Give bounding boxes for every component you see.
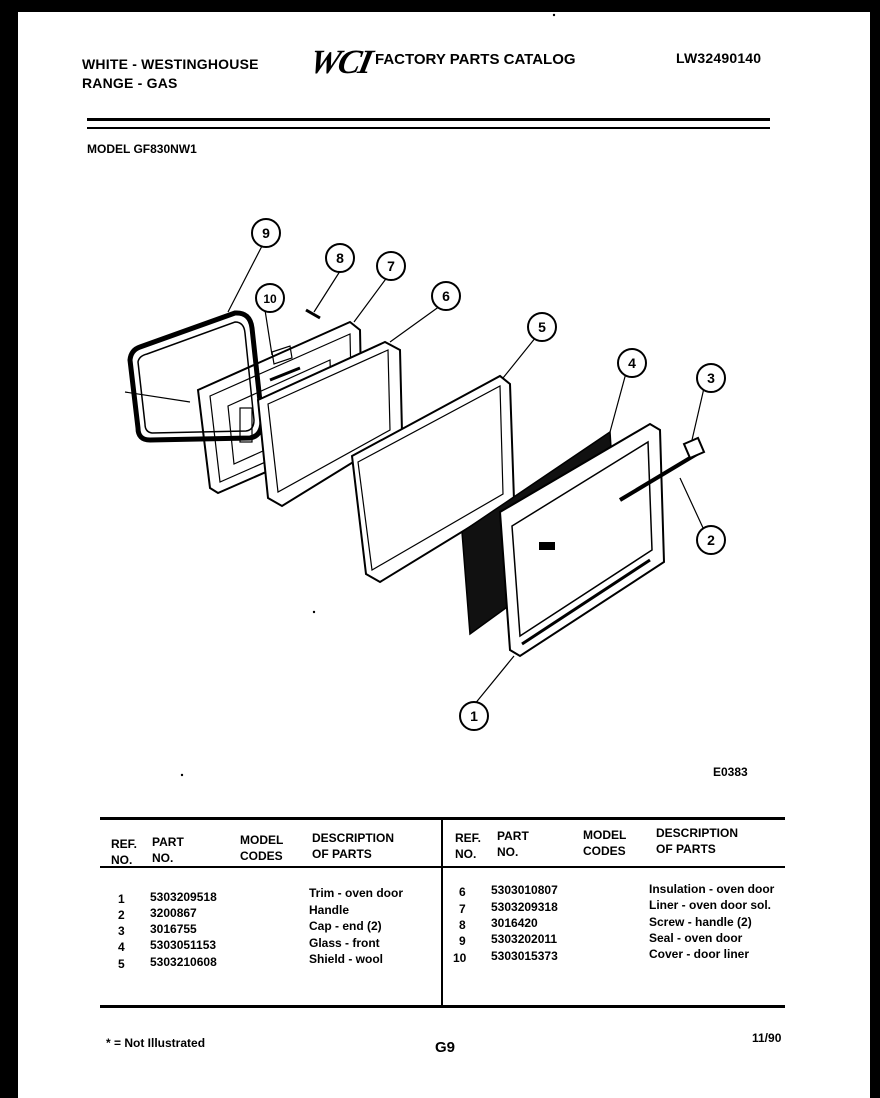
not-illustrated-note: * = Not Illustrated [106,1036,206,1050]
callout-8: 8 [336,250,344,266]
catalog-number: LW32490140 [676,50,762,66]
table-cell-part: 5303209518 [150,890,217,904]
table-row: 7 [459,902,466,916]
callout-7: 7 [387,258,395,274]
page-number: G9 [435,1039,456,1056]
callout-4: 4 [628,355,636,371]
table-cell-desc: Trim - oven door [309,886,404,900]
brand-line-2: RANGE - GAS [82,75,178,91]
callout-10: 10 [263,292,277,306]
table-row: 4 [118,940,125,954]
table-divider [441,818,443,1008]
table-cell-desc: Cover - door liner [649,947,750,961]
figure-code: E0383 [713,765,748,779]
part-handle [618,450,702,502]
table-row: 8 [459,918,466,932]
callout-3: 3 [707,370,715,386]
th-ref-right: REF.NO. [455,831,482,861]
table-cell-desc: Glass - front [309,936,380,950]
table-cell-part: 5303010807 [491,883,558,897]
table-cell-part: 5303051153 [150,938,217,952]
catalog-page [18,12,870,1098]
table-cell-part: 5303015373 [491,949,558,963]
table-cell-part: 5303210608 [150,955,217,969]
catalog-date: 11/90 [752,1031,782,1045]
part-cap [682,436,706,460]
table-cell-part: 5303202011 [491,932,558,946]
callout-9: 9 [262,225,270,241]
table-row: 5 [118,957,125,971]
callout-6: 6 [442,288,450,304]
table-cell-desc: Seal - oven door [649,931,743,945]
brand-line-1: WHITE - WESTINGHOUSE [82,56,259,72]
table-cell-desc: Insulation - oven door [649,882,775,896]
table-row: 10 [453,951,467,965]
table-cell-part: 3016755 [150,922,197,936]
part-seal [127,310,265,443]
header-rule-thin [87,127,770,129]
table-cell-desc: Shield - wool [309,952,383,966]
table-cell-desc: Liner - oven door sol. [649,898,772,912]
callout-5: 5 [538,319,546,335]
table-bottom-rule [100,1005,785,1008]
callout-2: 2 [707,532,715,548]
part-screw [305,308,321,320]
table-row: 6 [459,885,466,899]
th-ref-left: REF.NO. [111,837,138,867]
table-row: 2 [118,908,125,922]
model-number: MODEL GF830NW1 [87,142,197,156]
table-row: 3 [118,924,125,938]
table-cell-part: 3016420 [491,916,538,930]
table-cell-desc: Screw - handle (2) [649,915,752,929]
callout-1: 1 [470,708,478,724]
catalog-title: FACTORY PARTS CATALOG [375,51,576,68]
table-cell-desc: Handle [309,903,350,917]
header-rule [87,118,770,121]
part-trim [498,422,666,658]
table-cell-desc: Cap - end (2) [309,919,382,933]
table-row: 9 [459,934,466,948]
table-cell-part: 3200867 [150,906,197,920]
table-cell-part: 5303209318 [491,900,558,914]
table-row: 1 [118,892,125,906]
